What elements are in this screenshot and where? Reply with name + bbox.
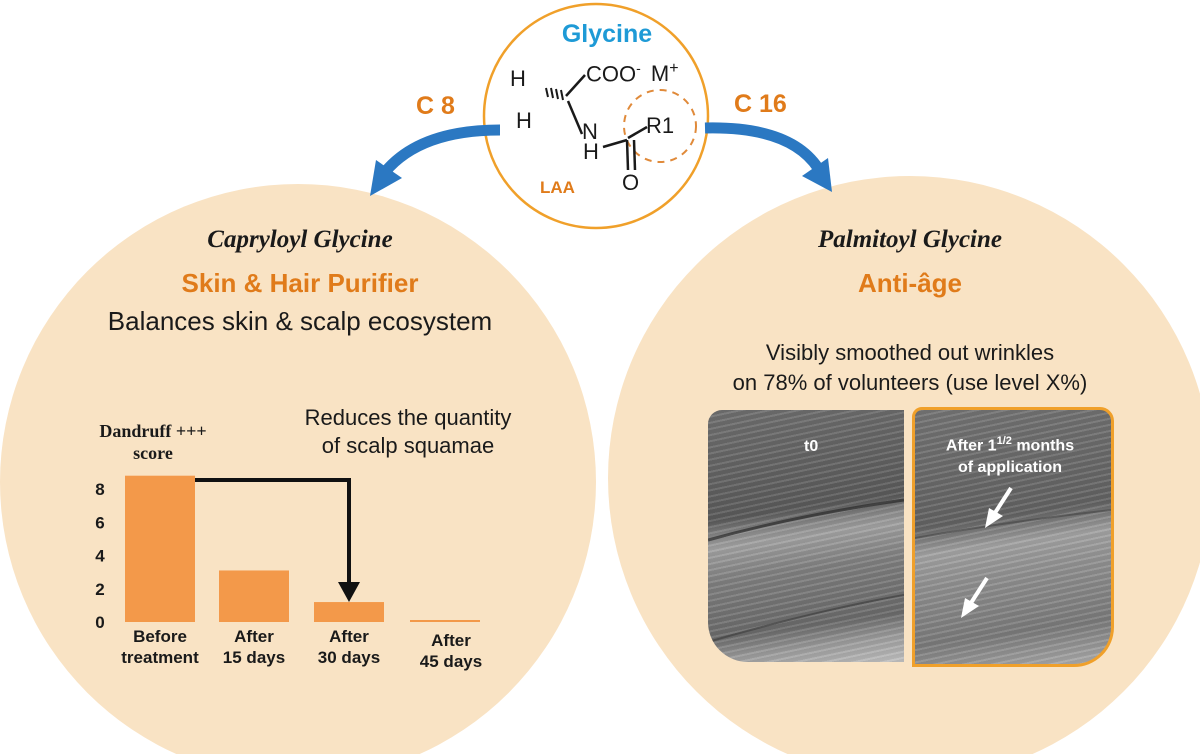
oxygen-label: O [622,170,640,195]
left-arrow-head [370,160,402,196]
bar-1 [125,475,195,622]
reduction-arrow-head [338,582,360,603]
carboxylate-label: COO- M+ [586,60,679,87]
skin-photo-before: t0 [708,410,904,662]
skin-photo-after: After 11/2 months of application [912,407,1114,667]
x-category-label: treatment [121,648,199,667]
counter-ion-charge: + [669,60,679,77]
y-tick-label: 0 [95,613,104,632]
photo-after-label-b: months [1011,437,1075,455]
photo-after-label: After 11/2 months of application [915,430,1105,479]
c8-label: C 8 [416,92,455,120]
claim-line1: Visibly smoothed out wrinkles [765,340,1055,365]
y-tick-label: 6 [95,513,104,532]
scalp-note-line1: Reduces the quantity [304,405,512,430]
x-category-label: After [329,627,369,646]
right-panel-role: Anti-âge [858,268,962,298]
bar-2 [219,570,289,622]
molecule-title: Glycine [561,20,653,48]
hydrogen-left: H [516,108,532,133]
left-curved-arrow [380,124,501,176]
photo-after-label-sup: 1/2 [996,435,1012,447]
scalp-note-line2: of scalp squamae [321,433,495,458]
amide-hydrogen: H [583,139,599,164]
claim-line2: on 78% of volunteers (use level X%) [732,370,1088,395]
hydrogen-top: H [510,66,526,91]
left-panel-subtitle: Balances skin & scalp ecosystem [107,306,493,336]
chart-ylabel-line1: Dandruff +++ [99,421,207,441]
photo-after-label-c: of application [958,459,1062,477]
right-curved-arrow [704,122,823,172]
scalp-note: Reduces the quantity of scalp squamae [258,404,558,460]
x-category-label: 45 days [420,652,482,671]
reduction-annotation-arrow [195,478,351,589]
glycine-molecule-circle [482,2,710,230]
glycine-structure-bonds [565,74,648,171]
x-category-label: Before [133,627,187,646]
left-panel-role: Skin & Hair Purifier [181,268,419,298]
white-arrow-icon-1 [985,486,1013,528]
x-category-label: 15 days [223,648,285,667]
chart-ylabel: Dandruff +++ score [72,420,234,464]
coo-text: COO [586,61,637,87]
right-arrow-head [802,158,832,192]
y-tick-label: 8 [95,480,104,499]
photo-after-label-a: After 1 [945,437,997,455]
y-tick-label: 4 [95,547,105,566]
bar-4 [410,620,480,622]
bar-3 [314,602,384,622]
coo-charge: - [636,60,641,76]
y-tick-label: 2 [95,580,104,599]
x-category-label: After [234,627,274,646]
skin-fold-line-after [915,509,1111,539]
counter-ion: M [650,61,670,87]
hashed-wedge-bond [545,87,564,101]
white-arrow-icon-2 [961,576,989,618]
skin-fold-line-before [708,498,904,643]
left-panel-title: Capryloyl Glycine [207,226,393,253]
right-panel-title: Palmitoyl Glycine [818,226,1002,253]
r1-label: R1 [646,113,675,138]
x-category-label: After [431,631,471,650]
x-category-label: 30 days [318,648,380,667]
c16-label: C 16 [734,90,787,118]
r1-dashed-circle [623,89,697,163]
photo-before-label: t0 [804,438,819,455]
right-panel-claim: Visibly smoothed out wrinkles on 78% of … [640,338,1180,398]
nitrogen-label: N [582,119,598,144]
laa-label: LAA [540,178,575,197]
chart-ylabel-line2: score [133,443,173,463]
